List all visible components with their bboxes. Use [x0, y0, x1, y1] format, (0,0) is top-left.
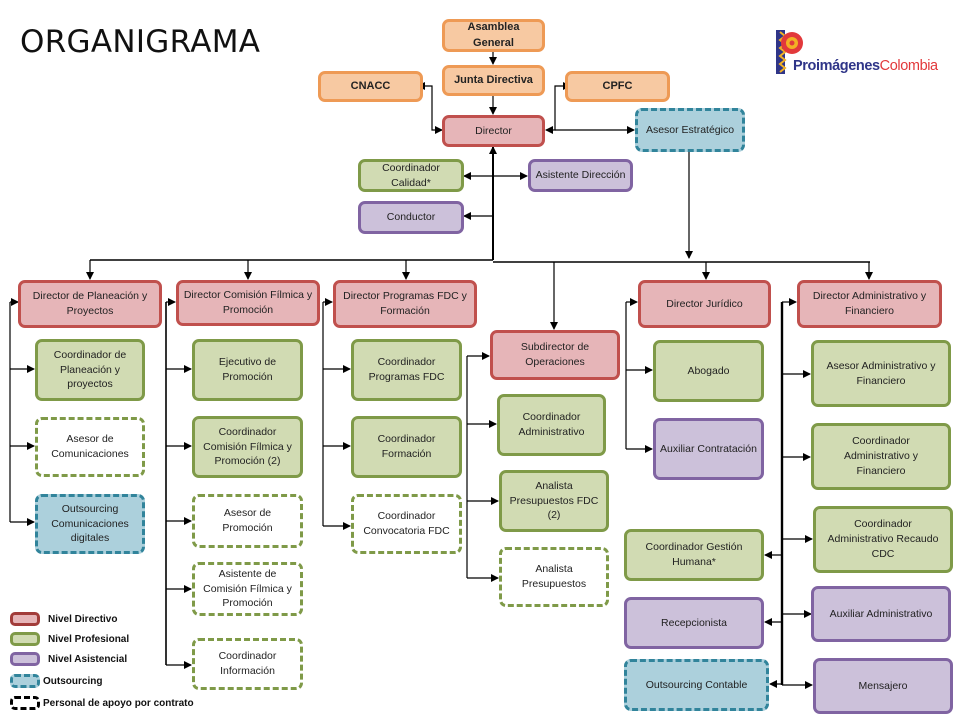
legend-swatch-directivo [10, 612, 40, 626]
legend-label: Personal de apoyo por contrato [43, 697, 194, 709]
legend-swatch-contrato [10, 696, 40, 710]
node-director-comision[interactable]: Director Comisión Fílmica y Promoción [176, 280, 320, 326]
legend-item-profesional: Nivel Profesional [10, 630, 129, 648]
node-asistente-comision[interactable]: Asistente de Comisión Fílmica y Promoció… [192, 562, 303, 616]
node-director[interactable]: Director [442, 115, 545, 147]
legend-item-outsourcing: Outsourcing [10, 672, 102, 690]
legend-swatch-asistencial [10, 652, 40, 666]
node-outsourcing-comunicaciones[interactable]: Outsourcing Comunicaciones digitales [35, 494, 145, 554]
node-coordinador-administrativo-financiero[interactable]: Coordinador Administrativo y Financiero [811, 423, 951, 490]
legend-label: Nivel Asistencial [48, 653, 128, 665]
legend-swatch-profesional [10, 632, 40, 646]
node-auxiliar-contratacion[interactable]: Auxiliar Contratación [653, 418, 764, 480]
node-coordinador-convocatoria[interactable]: Coordinador Convocatoria FDC [351, 494, 462, 554]
node-coordinador-gestion-humana[interactable]: Coordinador Gestión Humana* [624, 529, 764, 581]
logo-wordmark-part2: Colombia [879, 58, 938, 74]
node-coordinador-calidad[interactable]: Coordinador Calidad* [358, 159, 464, 192]
legend-item-directivo: Nivel Directivo [10, 610, 117, 628]
legend-swatch-outsourcing [10, 674, 40, 688]
node-director-programas[interactable]: Director Programas FDC y Formación [333, 280, 477, 328]
node-outsourcing-contable[interactable]: Outsourcing Contable [624, 659, 769, 711]
node-director-juridico[interactable]: Director Jurídico [638, 280, 771, 328]
node-analista-presupuestos-fdc[interactable]: Analista Presupuestos FDC (2) [499, 470, 609, 532]
node-recepcionista[interactable]: Recepcionista [624, 597, 764, 649]
legend-item-contrato: Personal de apoyo por contrato [10, 694, 194, 712]
legend-label: Outsourcing [43, 675, 103, 687]
node-analista-presupuestos[interactable]: Analista Presupuestos [499, 547, 609, 607]
proimagenes-logo-icon [776, 30, 803, 74]
node-asesor-promocion[interactable]: Asesor de Promoción [192, 494, 303, 548]
node-cpfc[interactable]: CPFC [565, 71, 670, 102]
node-director-planeacion[interactable]: Director de Planeación y Proyectos [18, 280, 162, 328]
logo-wordmark-part1: Proimágenes [793, 58, 880, 74]
legend-label: Nivel Directivo [48, 613, 118, 625]
node-coordinador-informacion[interactable]: Coordinador Información [192, 638, 303, 690]
node-coordinador-programas[interactable]: Coordinador Programas FDC [351, 339, 462, 401]
node-ejecutivo-promocion[interactable]: Ejecutivo de Promoción [192, 339, 303, 401]
page-title: ORGANIGRAMA [20, 24, 261, 60]
node-coordinador-recaudo[interactable]: Coordinador Administrativo Recaudo CDC [813, 506, 953, 573]
legend-label: Nivel Profesional [48, 633, 130, 645]
node-auxiliar-administrativo[interactable]: Auxiliar Administrativo [811, 586, 951, 642]
node-junta-directiva[interactable]: Junta Directiva [442, 65, 545, 96]
node-director-administrativo[interactable]: Director Administrativo y Financiero [797, 280, 942, 328]
node-asesor-administrativo[interactable]: Asesor Administrativo y Financiero [811, 340, 951, 407]
node-coordinador-formacion[interactable]: Coordinador Formación [351, 416, 462, 478]
node-asesor-estrategico[interactable]: Asesor Estratégico [635, 108, 745, 152]
node-asistente-direccion[interactable]: Asistente Dirección [528, 159, 633, 192]
node-subdirector-operaciones[interactable]: Subdirector de Operaciones [490, 330, 620, 380]
node-asamblea-general[interactable]: Asamblea General [442, 19, 545, 52]
node-conductor[interactable]: Conductor [358, 201, 464, 234]
legend-item-asistencial: Nivel Asistencial [10, 650, 127, 668]
node-asesor-comunicaciones[interactable]: Asesor de Comunicaciones [35, 417, 145, 477]
node-coordinador-administrativo[interactable]: Coordinador Administrativo [497, 394, 606, 456]
logo-wordmark: ProimágenesColombia [793, 58, 938, 74]
node-coordinador-planeacion[interactable]: Coordinador de Planeación y proyectos [35, 339, 145, 401]
node-abogado[interactable]: Abogado [653, 340, 764, 402]
node-cnacc[interactable]: CNACC [318, 71, 423, 102]
node-coordinador-comision[interactable]: Coordinador Comisión Fílmica y Promoción… [192, 416, 303, 478]
node-mensajero[interactable]: Mensajero [813, 658, 953, 714]
